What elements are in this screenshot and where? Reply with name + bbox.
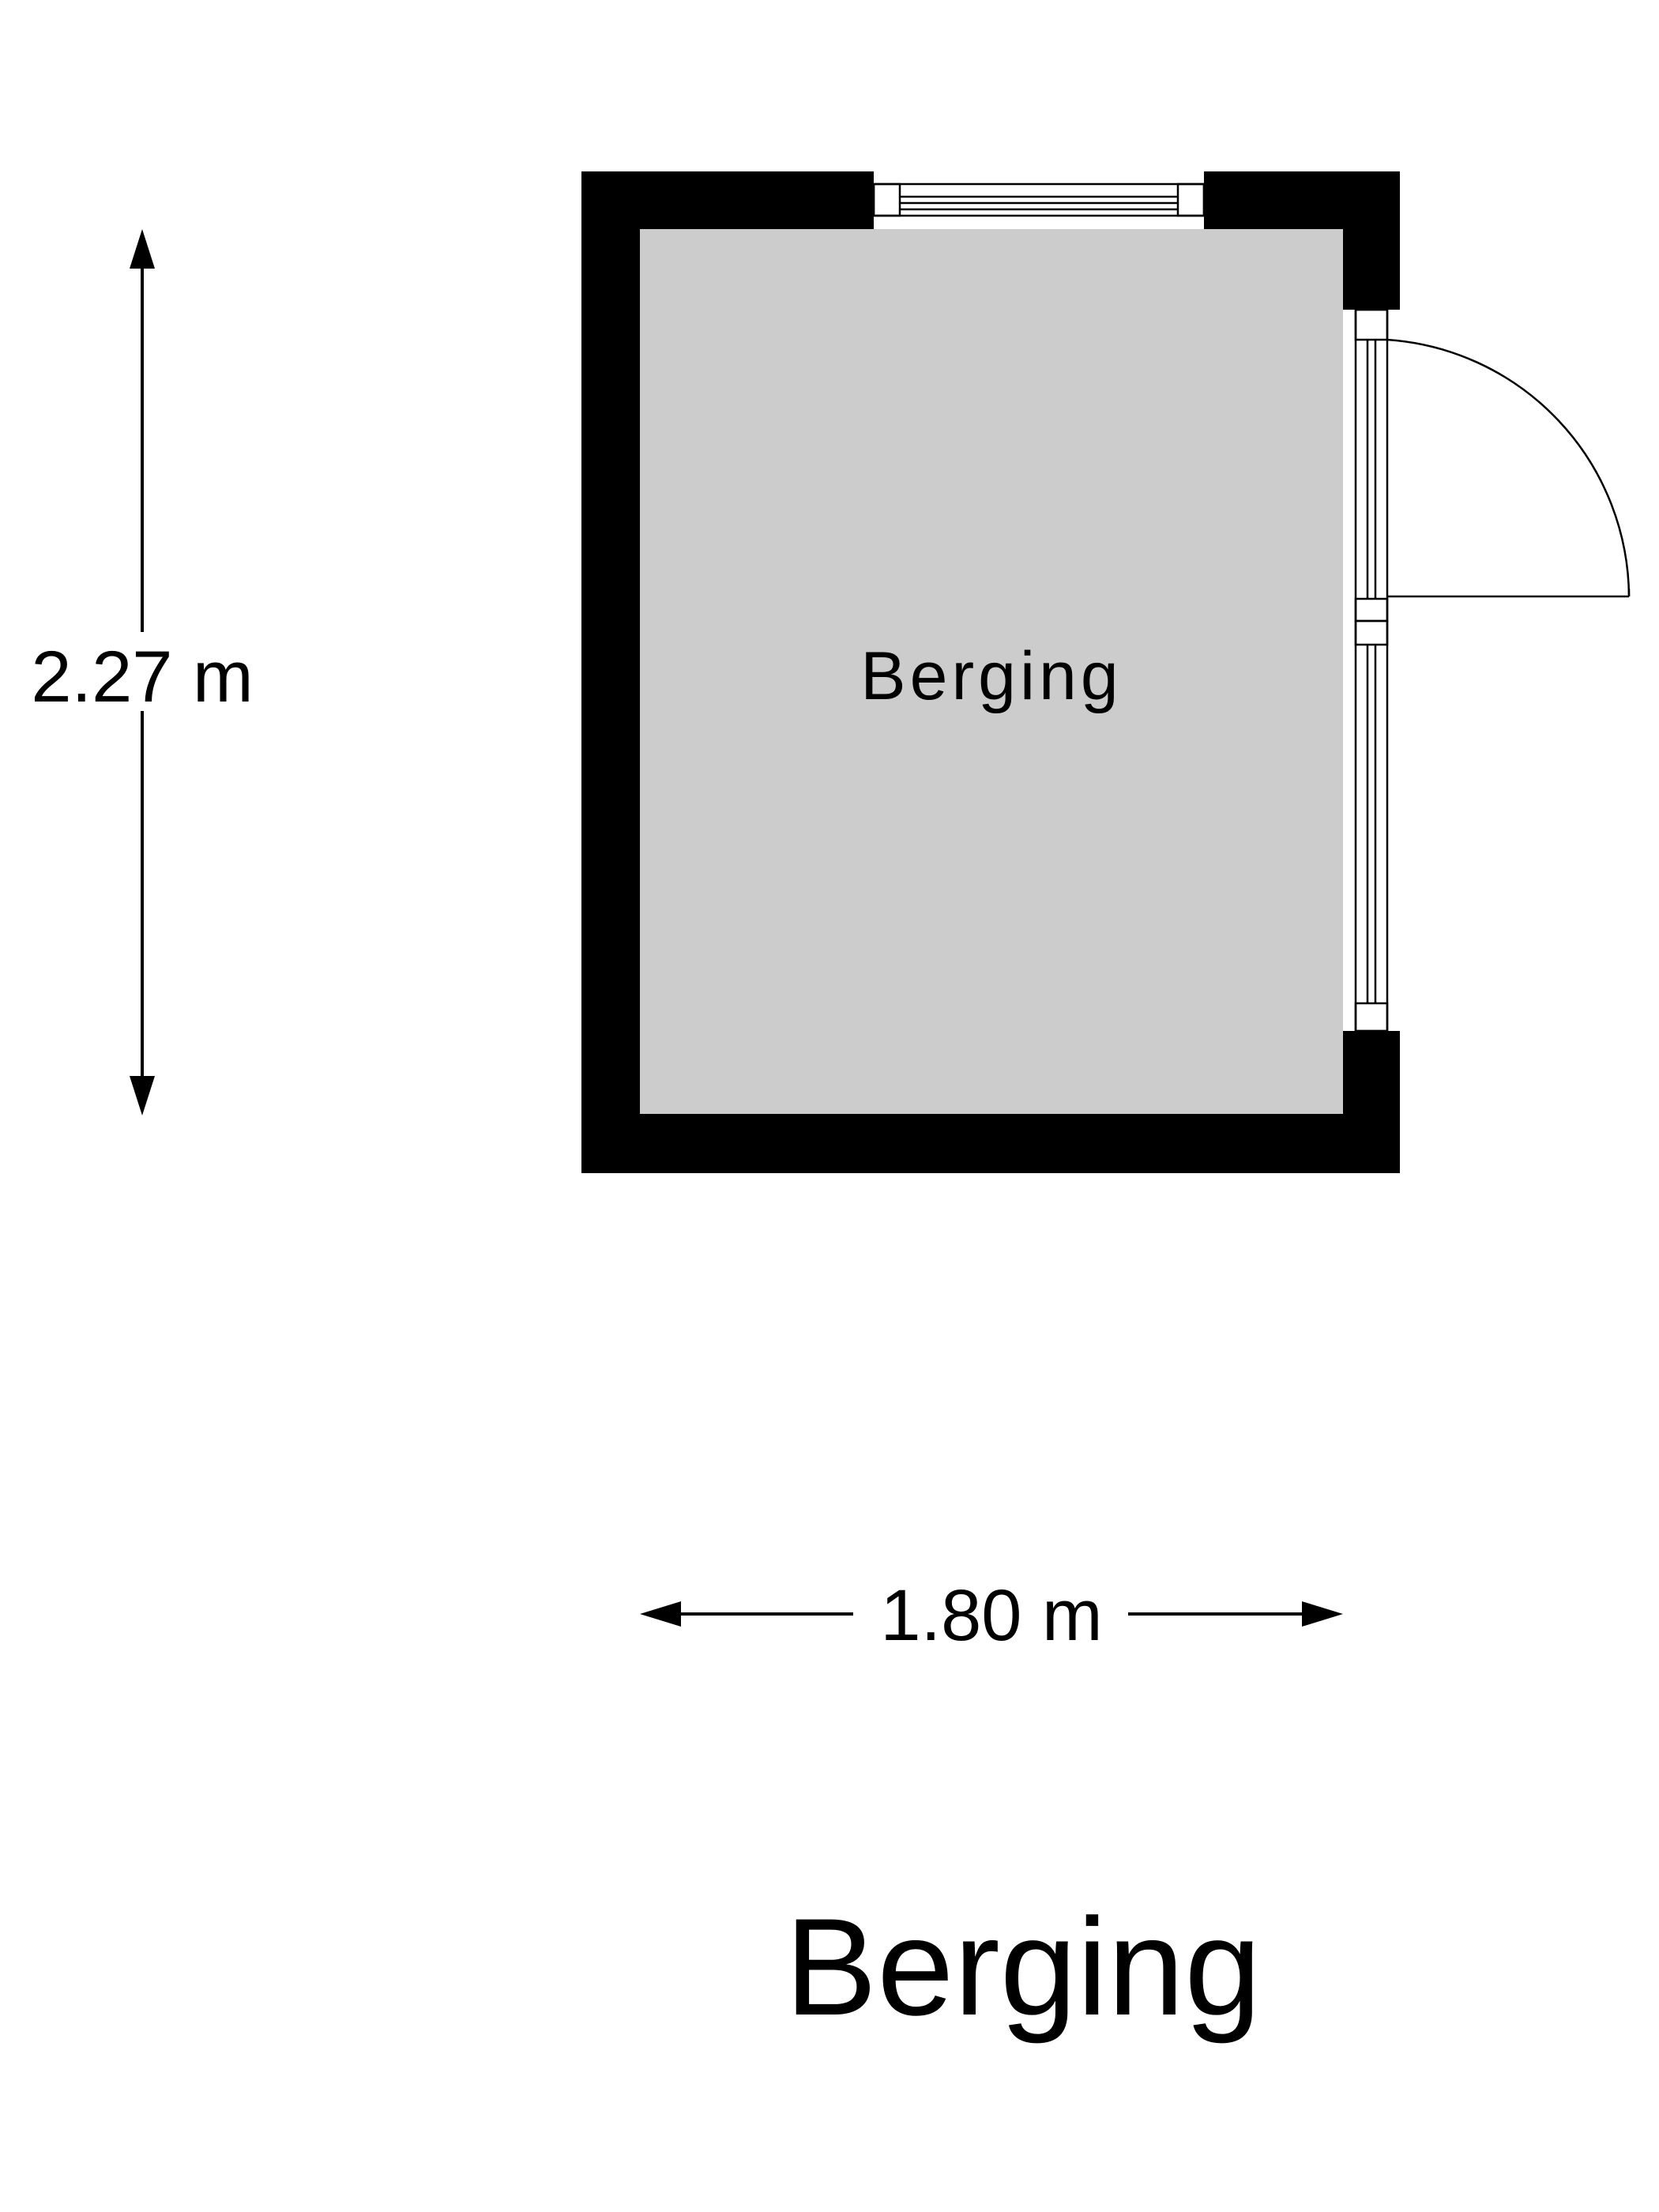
top-window [872, 182, 1206, 217]
height-dimension-label: 2.27 m [31, 637, 253, 717]
arrow-left-icon [640, 1601, 681, 1627]
wall-right-lower [1343, 1031, 1400, 1173]
arrow-down-icon [130, 1076, 155, 1115]
wall-bottom [581, 1114, 1400, 1173]
wall-left [581, 171, 640, 1173]
door-swing [1386, 338, 1631, 598]
height-dimension: 2.27 m [31, 229, 254, 1115]
walls [581, 171, 1400, 1173]
width-dimension: 1.80 m [640, 1575, 1343, 1656]
plan-title: Berging [784, 1890, 1261, 2045]
arrow-right-icon [1302, 1601, 1343, 1627]
room-floor [640, 229, 1343, 1114]
right-window-frame [1354, 308, 1389, 1033]
width-dimension-label: 1.80 m [880, 1575, 1102, 1656]
arrow-up-icon [130, 229, 155, 269]
room-label: Berging [860, 638, 1122, 714]
wall-top-left [581, 171, 874, 229]
wall-right-upper [1343, 171, 1400, 310]
